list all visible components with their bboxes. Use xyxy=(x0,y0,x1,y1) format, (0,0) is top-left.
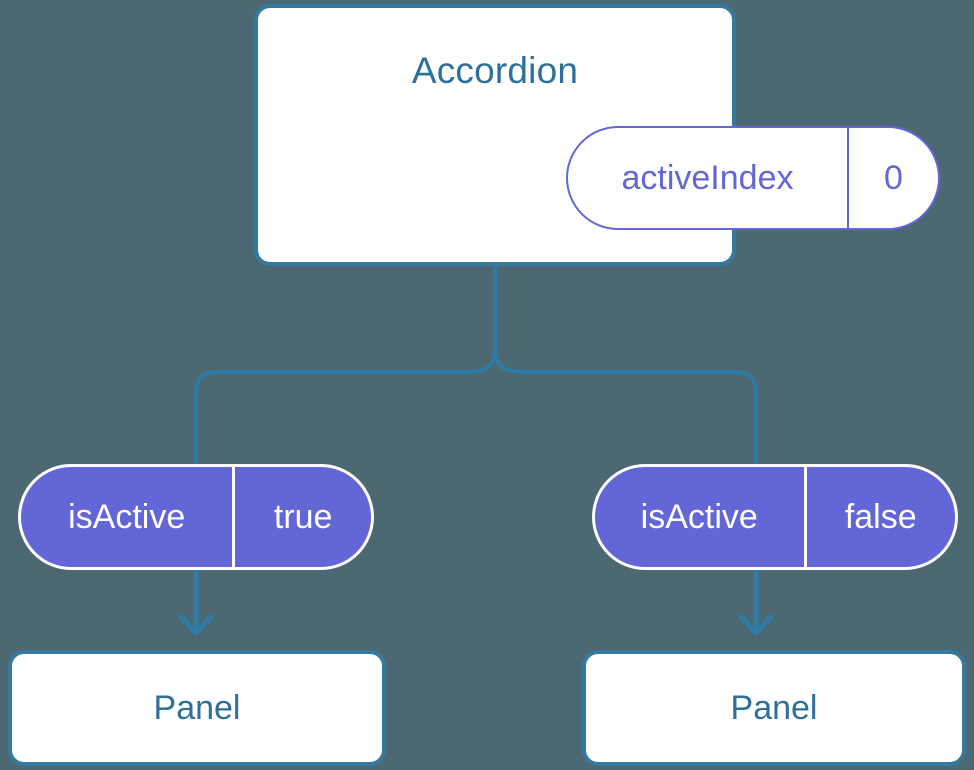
connector-branch xyxy=(194,264,758,468)
props-pill-isactive-true[interactable]: isActive true xyxy=(18,464,374,570)
state-pill-key: activeIndex xyxy=(621,159,794,197)
props-pill-key: isActive xyxy=(640,498,758,536)
component-card-accordion[interactable]: Accordion activeIndex 0 xyxy=(254,4,940,266)
props-pill-value: true xyxy=(232,467,371,567)
state-pill-value: 0 xyxy=(846,128,938,228)
props-pill-isactive-false[interactable]: isActive false xyxy=(592,464,958,570)
arrow-left xyxy=(178,569,214,636)
component-title-accordion: Accordion xyxy=(411,50,579,91)
component-title-panel-right: Panel xyxy=(730,688,818,727)
component-card-panel-right[interactable]: Panel xyxy=(582,650,966,766)
arrow-right xyxy=(738,569,774,636)
props-pill-key: isActive xyxy=(68,498,186,536)
component-card-panel-left[interactable]: Panel xyxy=(8,650,386,766)
component-title-panel-left: Panel xyxy=(153,688,241,727)
props-pill-value: false xyxy=(803,467,956,567)
state-pill-activeindex[interactable]: activeIndex 0 xyxy=(566,126,940,230)
